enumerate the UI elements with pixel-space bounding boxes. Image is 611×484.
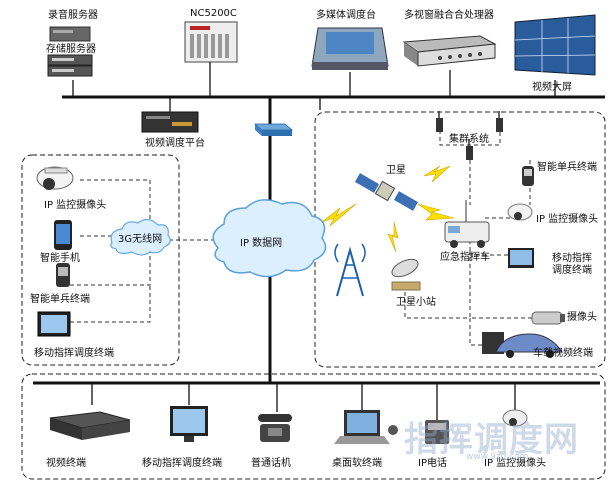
- mobile-terminal-left-icon: [37, 311, 71, 337]
- bottom-drops: [91, 383, 516, 420]
- desktop-softphone-label: 桌面软终端: [332, 458, 382, 469]
- mobile-terminal-bottom-label: 移动指挥调度终端: [142, 458, 222, 469]
- wireless-3g-cloud: [110, 218, 171, 256]
- server-rack-icon: [47, 26, 93, 77]
- emergency-vehicle-label: 应急指挥车: [440, 252, 490, 263]
- laptop-icon: [334, 410, 398, 444]
- mobile-terminal-right-icon: [508, 248, 534, 268]
- video-dispatch-platform-label: 视频调度平台: [145, 138, 205, 149]
- mobile-terminal-bottom-icon: [170, 406, 208, 442]
- nc5200c-label: NC5200C: [190, 8, 237, 19]
- ip-camera-bottom-icon: [502, 409, 528, 427]
- phone-icon: [258, 414, 292, 442]
- ordinary-phone-label: 普通话机: [251, 458, 291, 469]
- soldier-terminal-right-label: 智能单兵终端: [537, 162, 597, 173]
- ip-camera-bottom-label: IP 监控摄像头: [484, 458, 547, 469]
- watermark-url: www.9zd.com: [466, 452, 529, 462]
- multimedia-console-label: 多媒体调度台: [316, 10, 376, 21]
- video-wall-icon: [514, 14, 596, 76]
- wireless-3g-label: 3G无线网: [118, 234, 163, 245]
- soldier-terminal-left-label: 智能单兵终端: [30, 294, 90, 305]
- video-processor-icon: [402, 35, 497, 67]
- bullet-camera-icon: [531, 311, 565, 325]
- recording-server-label: 录音服务器: [48, 10, 98, 21]
- ip-camera-right-label: IP 监控摄像头: [536, 214, 599, 225]
- ip-camera-right-icon: [507, 203, 533, 221]
- soldier-terminal-left-icon: [56, 263, 70, 287]
- top-drops: [72, 62, 556, 112]
- video-wall-label: 视频大屏: [532, 82, 572, 93]
- ip-phone-label: IP电话: [418, 458, 447, 469]
- ip-phone-icon: [425, 420, 449, 444]
- router-icon: [253, 123, 294, 136]
- wireless-link-icons: [321, 165, 455, 253]
- satellite-icon: [354, 173, 419, 211]
- cell-tower-icon: [334, 243, 366, 297]
- vehicle-video-terminal-label: 车载视频终端: [533, 348, 593, 359]
- dispatch-platform-icon: [141, 111, 199, 133]
- storage-server-label: 存储服务器: [46, 44, 96, 55]
- smartphone-icon: [54, 220, 72, 250]
- emergency-vehicle-icon: [444, 200, 490, 248]
- vehicle-terminal-icon: [482, 332, 563, 358]
- trunking-system-label: 集群系统: [449, 134, 489, 145]
- smartphone-label: 智能手机: [40, 253, 80, 264]
- video-processor-label: 多视窗融合合处理器: [404, 10, 494, 21]
- satellite-station-icon: [391, 258, 421, 291]
- ip-camera-left-label: IP 监控摄像头: [44, 200, 107, 211]
- camera-label: 摄像头: [567, 312, 597, 323]
- multimedia-console-icon: [311, 27, 389, 70]
- mobile-terminal-right-label: 移动指挥 调度终端: [552, 253, 592, 276]
- terminal-group-box: [21, 373, 606, 480]
- video-terminal-icon: [49, 411, 131, 440]
- ip-network-cloud: [212, 199, 327, 278]
- mobile-terminal-left-label: 移动指挥调度终端: [34, 348, 114, 359]
- radio-icons: [436, 111, 503, 160]
- ip-camera-dome-left-icon: [36, 166, 74, 190]
- satellite-station-label: 卫星小站: [396, 297, 436, 308]
- watermark: 指挥调度网: [404, 420, 579, 460]
- video-terminal-label: 视频终端: [46, 458, 86, 469]
- nc5200c-chassis-icon: [184, 21, 238, 63]
- mobile-group-box: [21, 154, 180, 366]
- satellite-label: 卫星: [386, 165, 406, 176]
- ip-network-label: IP 数据网: [240, 238, 283, 249]
- soldier-terminal-right-icon: [522, 166, 534, 186]
